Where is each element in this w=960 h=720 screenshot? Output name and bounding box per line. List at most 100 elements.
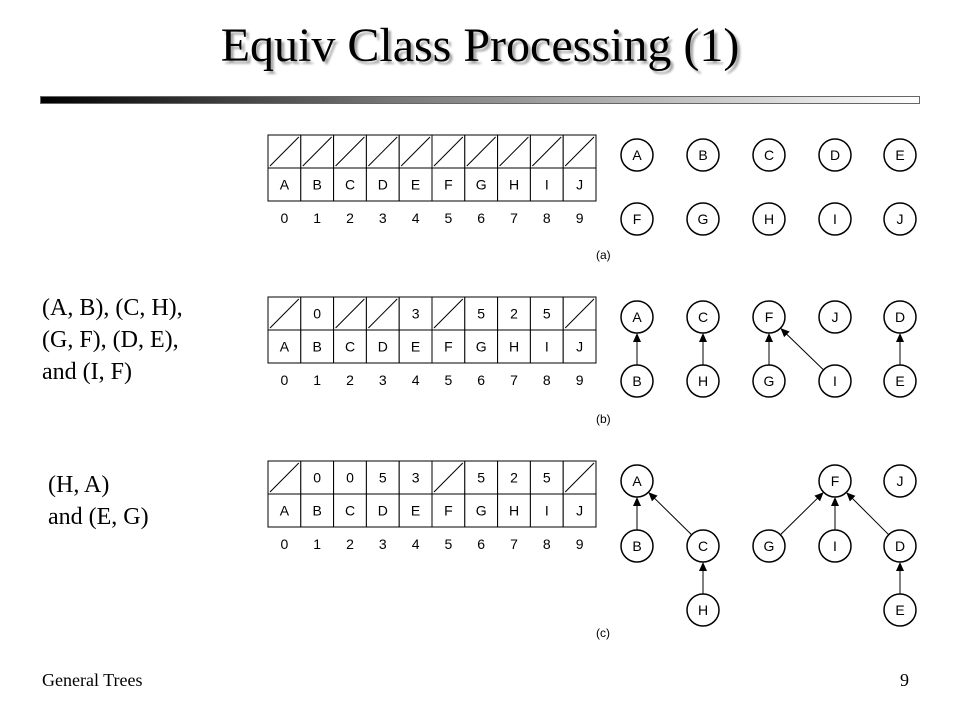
parent-cell bbox=[529, 296, 564, 331]
parent-index-value: 2 bbox=[510, 306, 518, 322]
null-pointer-slash bbox=[532, 136, 562, 167]
null-pointer-slash bbox=[400, 136, 431, 167]
tree-node bbox=[818, 202, 852, 236]
parent-cell bbox=[333, 460, 367, 495]
tree-node-label: G bbox=[698, 211, 709, 227]
node-label-value: F bbox=[444, 177, 453, 193]
label-cell bbox=[562, 493, 597, 528]
panel-caption: (a) bbox=[596, 248, 611, 262]
node-label-value: A bbox=[280, 503, 290, 519]
label-cell bbox=[267, 493, 302, 528]
node-label-value: G bbox=[476, 177, 487, 193]
array-index: 5 bbox=[445, 210, 453, 226]
label-cell bbox=[333, 329, 367, 364]
node-label-value: E bbox=[411, 503, 420, 519]
page-number: 9 bbox=[900, 670, 909, 690]
tree-node-label: H bbox=[698, 602, 708, 618]
tree-node-label: A bbox=[632, 147, 642, 163]
tree-node-label: F bbox=[633, 211, 642, 227]
title-rule bbox=[40, 96, 920, 104]
parent-pointer-edge bbox=[780, 328, 824, 371]
node-label-value: F bbox=[444, 339, 453, 355]
tree-node bbox=[883, 138, 917, 172]
node-label-value: E bbox=[411, 339, 420, 355]
null-pointer-slash bbox=[335, 298, 365, 329]
parent-index-value: 3 bbox=[412, 470, 420, 486]
tree-node bbox=[686, 529, 720, 563]
tree-node-label: C bbox=[698, 538, 708, 554]
parent-index-value: 0 bbox=[313, 306, 321, 322]
node-label-value: H bbox=[509, 503, 519, 519]
tree-node-label: E bbox=[895, 373, 904, 389]
null-pointer-slash bbox=[335, 136, 365, 167]
tree-node-label: H bbox=[698, 373, 708, 389]
tree-node bbox=[620, 464, 654, 498]
parent-index-value: 5 bbox=[477, 306, 485, 322]
array-index: 1 bbox=[313, 210, 321, 226]
label-cell bbox=[431, 167, 466, 202]
node-label-value: C bbox=[345, 339, 355, 355]
node-label-value: A bbox=[280, 339, 290, 355]
node-label-value: J bbox=[576, 177, 583, 193]
null-pointer-slash bbox=[433, 298, 464, 329]
array-index: 6 bbox=[477, 536, 485, 552]
null-pointer-slash bbox=[433, 462, 464, 493]
parent-cell bbox=[497, 296, 531, 331]
null-pointer-slash bbox=[564, 298, 595, 329]
node-label-value: D bbox=[378, 339, 388, 355]
union-pairs-c: (H, A) and (E, G) bbox=[48, 472, 149, 530]
node-label-value: F bbox=[444, 503, 453, 519]
node-label-value: I bbox=[545, 177, 549, 193]
array-index: 0 bbox=[281, 372, 289, 388]
tree-node bbox=[818, 138, 852, 172]
null-pointer-slash bbox=[466, 136, 496, 167]
null-pointer-slash bbox=[269, 462, 300, 493]
tree-node bbox=[752, 300, 786, 334]
tree-node bbox=[686, 300, 720, 334]
tree-node-label: I bbox=[833, 373, 837, 389]
label-cell bbox=[398, 167, 433, 202]
tree-node bbox=[752, 364, 786, 398]
array-index: 6 bbox=[477, 372, 485, 388]
node-label-value: E bbox=[411, 177, 420, 193]
label-cell bbox=[497, 167, 531, 202]
tree-node-label: G bbox=[764, 373, 775, 389]
array-index: 9 bbox=[576, 536, 584, 552]
label-cell bbox=[431, 493, 466, 528]
parent-cell bbox=[398, 296, 433, 331]
tree-node bbox=[620, 364, 654, 398]
array-index: 7 bbox=[510, 372, 518, 388]
parent-pointer-edge bbox=[780, 492, 824, 536]
array-index: 4 bbox=[412, 536, 420, 552]
array-index: 7 bbox=[510, 210, 518, 226]
array-index: 6 bbox=[477, 210, 485, 226]
array-index: 3 bbox=[379, 372, 387, 388]
node-label-value: B bbox=[313, 503, 322, 519]
node-label-value: C bbox=[345, 177, 355, 193]
tree-node bbox=[686, 364, 720, 398]
tree-node-label: G bbox=[764, 538, 775, 554]
array-index: 5 bbox=[445, 536, 453, 552]
tree-node bbox=[620, 300, 654, 334]
label-cell bbox=[529, 167, 564, 202]
node-label-value: H bbox=[509, 177, 519, 193]
tree-node-label: B bbox=[632, 373, 641, 389]
tree-node bbox=[620, 138, 654, 172]
tree-node-label: I bbox=[833, 538, 837, 554]
array-index: 7 bbox=[510, 536, 518, 552]
label-cell bbox=[497, 493, 531, 528]
tree-node-label: B bbox=[698, 147, 707, 163]
label-cell bbox=[300, 493, 335, 528]
null-pointer-slash bbox=[564, 462, 595, 493]
node-label-value: J bbox=[576, 503, 583, 519]
label-cell bbox=[300, 329, 335, 364]
footer-label: General Trees bbox=[42, 670, 143, 690]
label-cell bbox=[365, 167, 400, 202]
label-cell bbox=[464, 167, 499, 202]
tree-node bbox=[686, 138, 720, 172]
tree-node bbox=[752, 529, 786, 563]
parent-index-value: 0 bbox=[346, 470, 354, 486]
tree-node-label: A bbox=[632, 473, 642, 489]
array-index: 2 bbox=[346, 210, 354, 226]
parent-pointer-edge bbox=[846, 492, 890, 536]
